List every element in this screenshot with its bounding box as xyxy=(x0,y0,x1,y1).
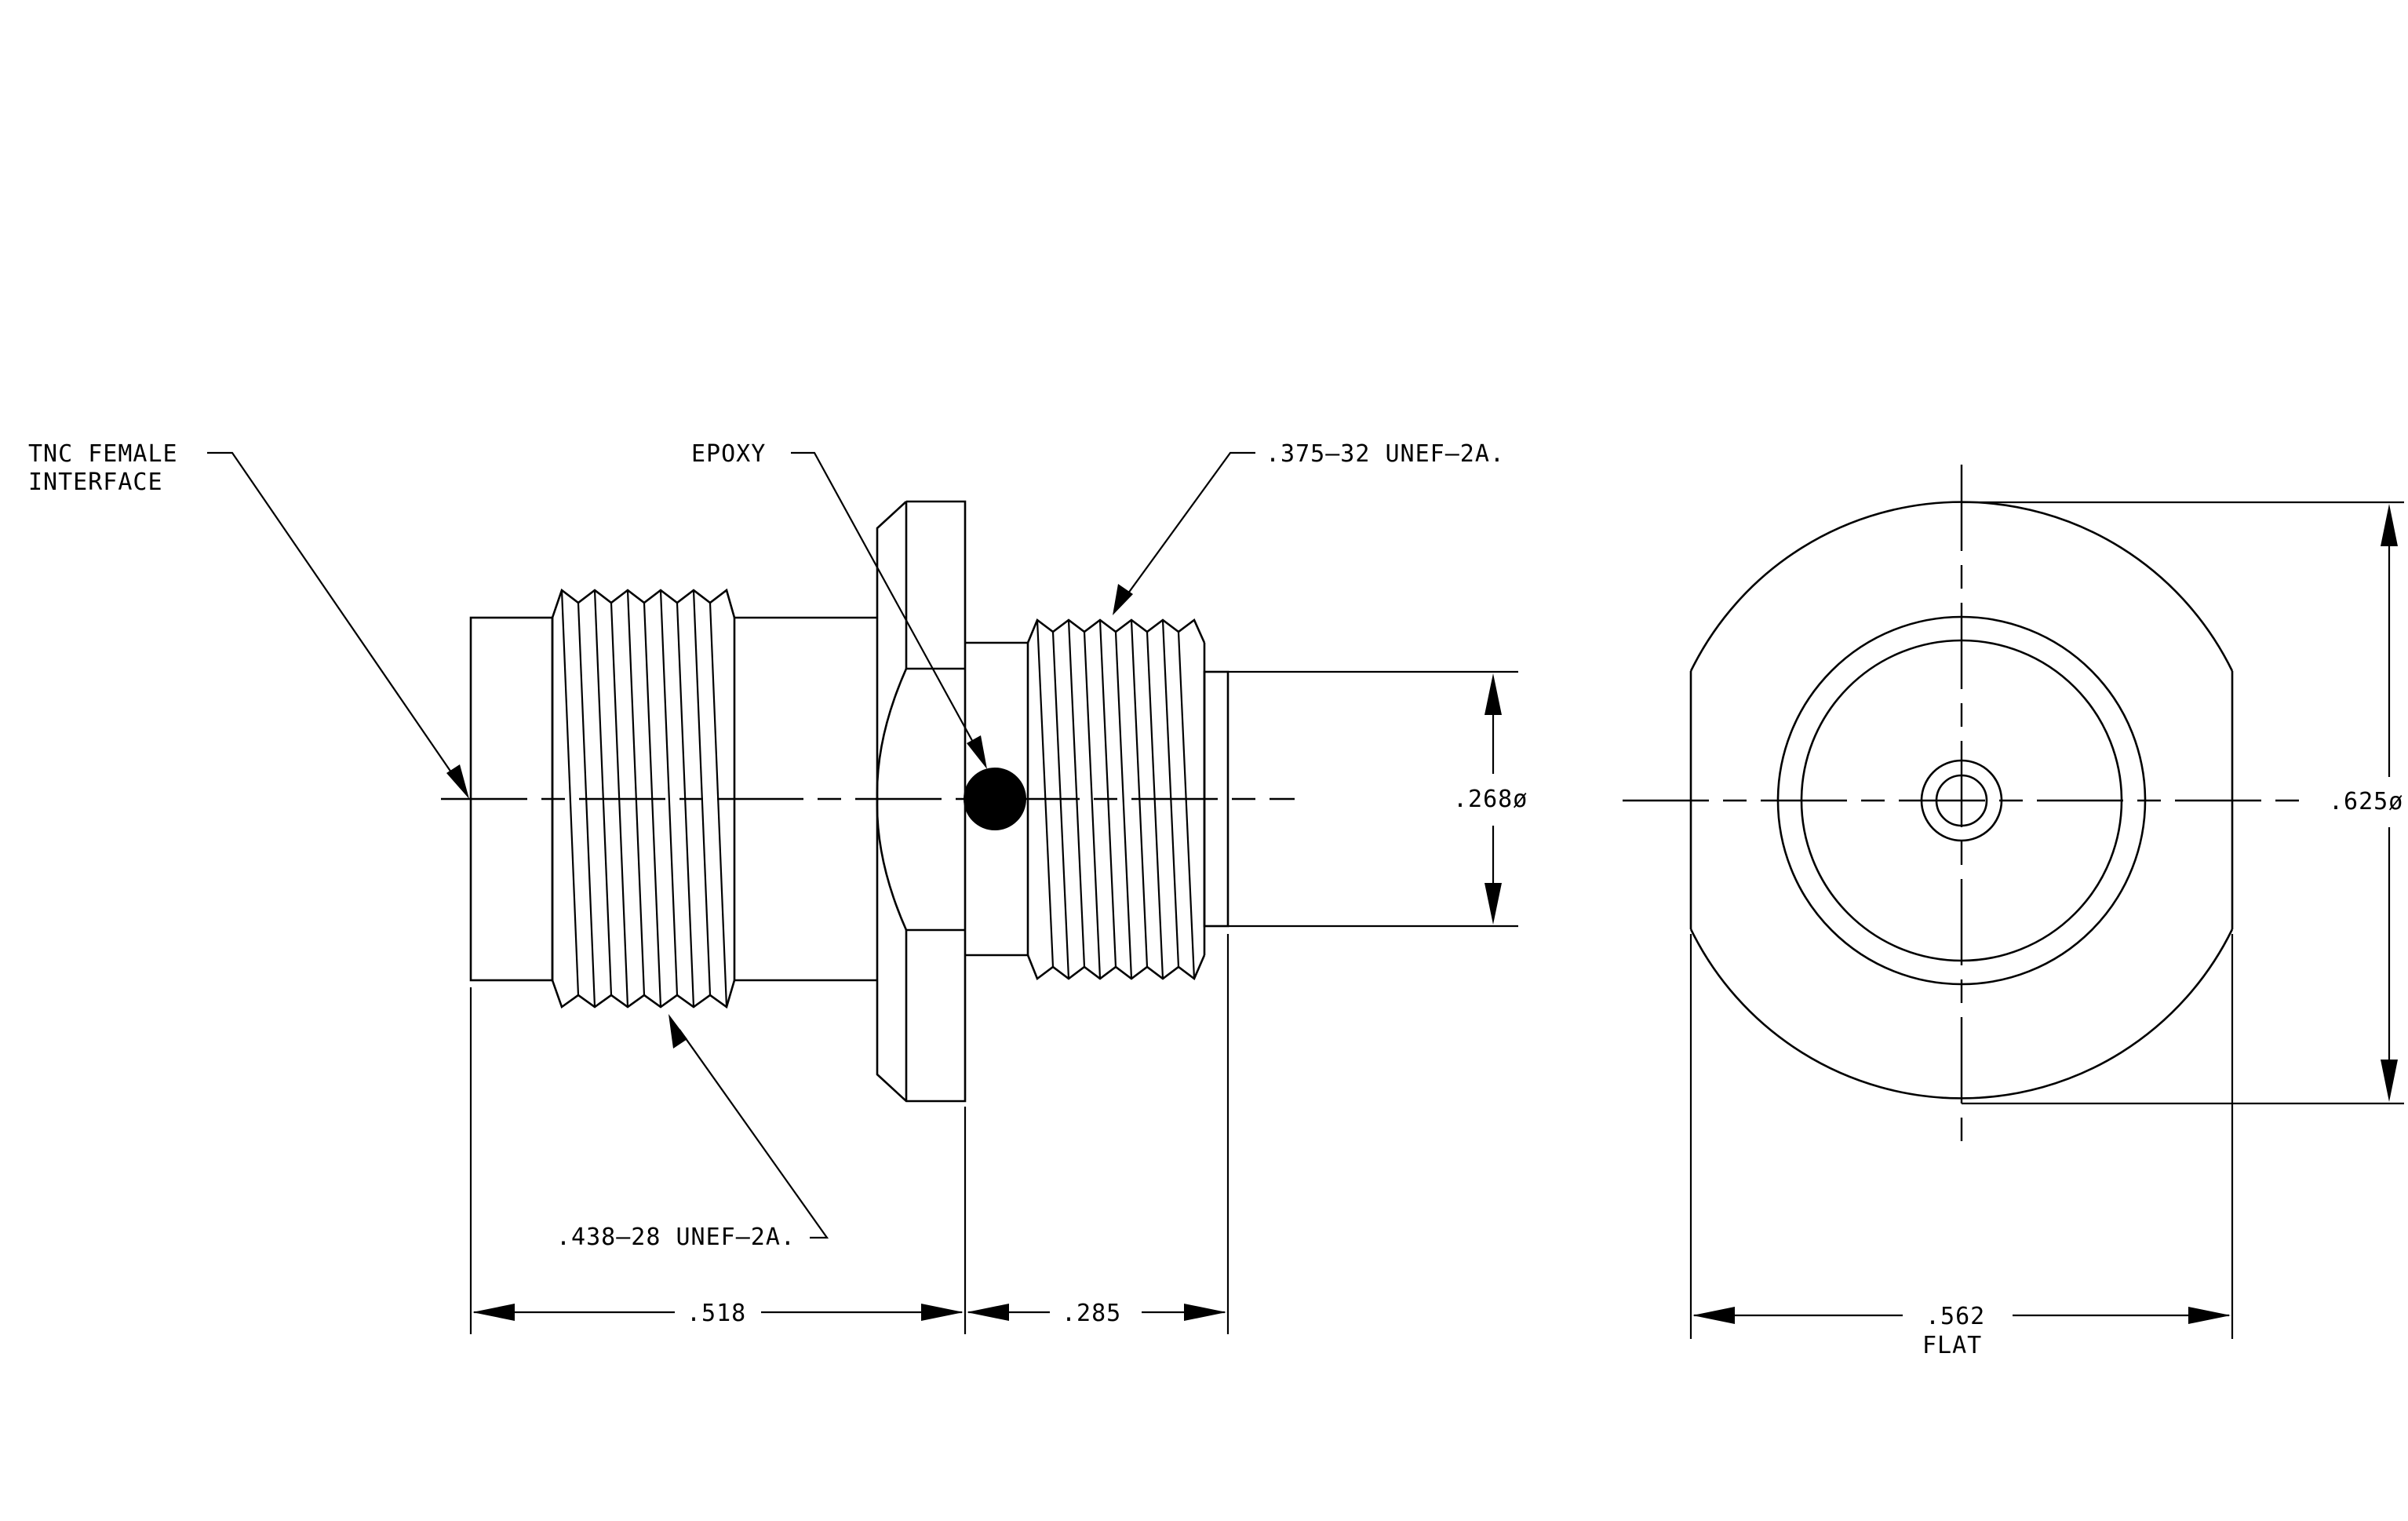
callout-tnc-female: TNC FEMALE INTERFACE xyxy=(28,440,469,799)
end-view xyxy=(1623,465,2299,1144)
thread-375-label: .375–32 UNEF–2A. xyxy=(1266,440,1505,468)
dim-562-flat-label: FLAT xyxy=(1922,1332,1982,1359)
callout-thread-375: .375–32 UNEF–2A. xyxy=(1113,440,1505,615)
epoxy-label: EPOXY xyxy=(691,440,766,468)
callout-thread-438: .438–28 UNEF–2A. xyxy=(556,1014,829,1251)
dimension-625: .625ø xyxy=(1962,501,2404,1105)
tnc-label-line2: INTERFACE xyxy=(28,469,163,496)
thread-438-label: .438–28 UNEF–2A. xyxy=(556,1224,796,1251)
large-thread xyxy=(551,588,736,1009)
dimension-268: .268ø xyxy=(1228,670,1528,928)
dim-268-label: .268ø xyxy=(1453,786,1528,813)
small-thread xyxy=(1026,618,1206,981)
dim-518-label: .518 xyxy=(687,1300,746,1327)
dim-285-label: .285 xyxy=(1062,1300,1121,1327)
dim-562-label: .562 xyxy=(1925,1303,1985,1330)
tnc-label-line1: TNC FEMALE xyxy=(28,440,178,468)
side-view xyxy=(441,500,1295,1103)
dimension-518-285: .518 .285 xyxy=(469,934,1230,1334)
dim-625-label: .625ø xyxy=(2329,788,2403,815)
dimension-562: .562 FLAT xyxy=(1689,934,2234,1359)
callout-epoxy: EPOXY xyxy=(691,440,987,769)
